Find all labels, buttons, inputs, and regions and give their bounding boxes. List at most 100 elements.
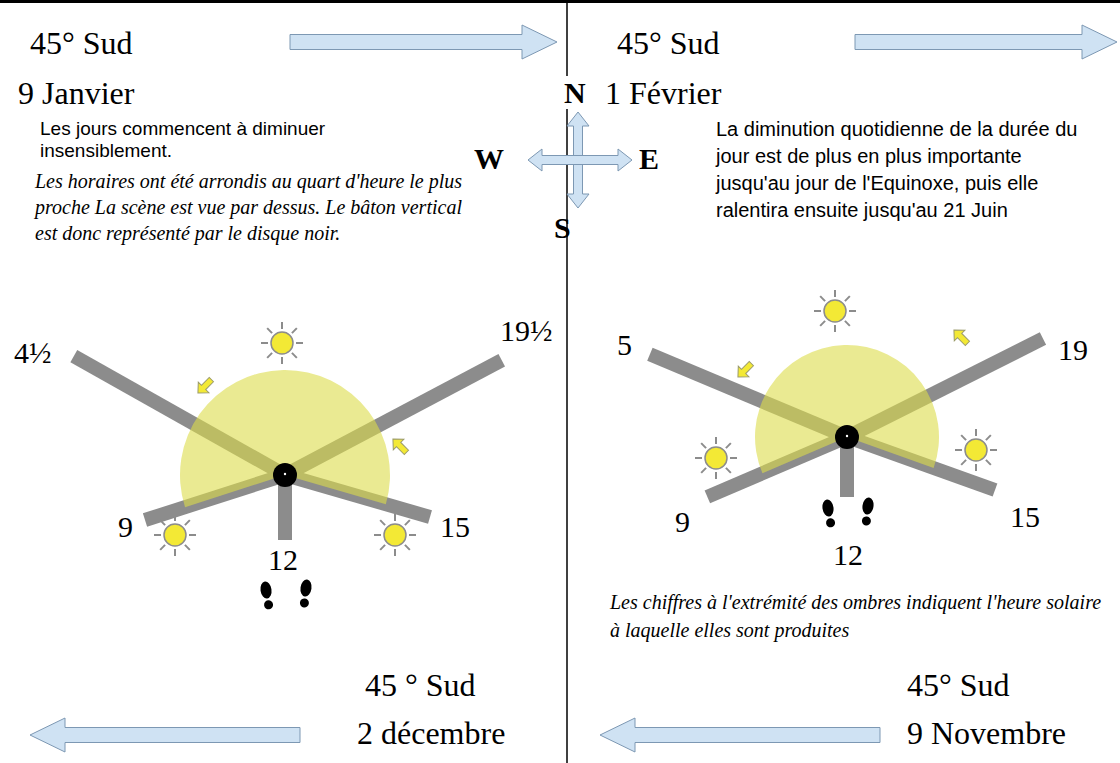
daylight-sector <box>180 370 390 507</box>
stick-dot <box>846 435 848 437</box>
sun-ray <box>820 296 825 301</box>
sun-ray <box>701 468 706 473</box>
sun-ray <box>154 534 161 536</box>
sun-ray <box>975 429 977 436</box>
hour-label: 4½ <box>14 336 52 369</box>
sun-ray <box>701 443 706 448</box>
sun-ray <box>189 534 196 536</box>
hour-label: 12 <box>268 543 298 576</box>
footprint <box>259 581 274 610</box>
footprint-sole <box>259 581 272 599</box>
hour-label: 9 <box>118 510 133 543</box>
hour-label: 12 <box>833 538 863 571</box>
sun-ray <box>849 310 856 312</box>
footprint-heel <box>264 600 274 610</box>
sun-ray <box>281 322 283 329</box>
hour-label: 15 <box>1010 500 1040 533</box>
compass-letter: N <box>563 76 587 109</box>
sun-ray <box>715 472 717 479</box>
date-label: 2 décembre <box>357 716 505 751</box>
sun-ray <box>845 321 850 326</box>
hour-label: 19½ <box>500 314 553 347</box>
season-arrow <box>290 25 557 59</box>
sun-disc <box>271 332 293 354</box>
sun-ray <box>961 435 966 440</box>
motion-arrow <box>733 358 757 382</box>
sun-ray <box>409 534 416 536</box>
footprint <box>298 579 313 608</box>
sun-symbol <box>695 437 737 479</box>
stick-disc <box>273 463 297 487</box>
compass-letter: E <box>639 142 659 175</box>
sun-ray <box>394 514 396 521</box>
sun-ray <box>715 437 717 444</box>
motion-arrow <box>949 325 973 349</box>
sun-ray <box>267 353 272 358</box>
note-text: Les chiffres à l'extrémité des ombres in… <box>610 588 1105 644</box>
date-label: 9 Novembre <box>907 716 1066 751</box>
hour-label: 5 <box>617 328 632 361</box>
motion-arrow <box>193 374 217 398</box>
hour-label: 9 <box>675 505 690 538</box>
season-arrow <box>30 718 300 752</box>
sun-ray <box>990 449 997 451</box>
sun-ray <box>814 310 821 312</box>
footprint-sole <box>861 497 874 515</box>
daylight-sector <box>755 345 939 473</box>
sun-ray <box>281 357 283 364</box>
footprint-heel <box>826 518 836 528</box>
sun-ray <box>185 520 190 525</box>
sun-ray <box>160 545 165 550</box>
latitude-label: 45° Sud <box>30 26 133 61</box>
stick-dot <box>284 473 286 475</box>
sun-disc <box>705 447 727 469</box>
sun-symbol <box>374 514 416 556</box>
sun-ray <box>160 520 165 525</box>
sun-disc <box>384 524 406 546</box>
sun-ray <box>380 520 385 525</box>
compass-letter: W <box>474 142 504 175</box>
sun-ray <box>834 290 836 297</box>
latitude-label: 45° Sud <box>907 668 1010 703</box>
sun-ray <box>174 514 176 521</box>
sun-disc <box>965 439 987 461</box>
sun-symbol <box>955 429 997 471</box>
hour-label: 15 <box>440 510 470 543</box>
sun-ray <box>405 545 410 550</box>
sun-ray <box>986 435 991 440</box>
sun-ray <box>726 468 731 473</box>
sun-ray <box>261 342 268 344</box>
sun-ray <box>380 545 385 550</box>
date-label: 9 Janvier <box>18 76 134 111</box>
sun-ray <box>292 328 297 333</box>
sun-ray <box>174 549 176 556</box>
sun-ray <box>730 457 737 459</box>
hour-label: 19 <box>1058 333 1088 366</box>
footprint-heel <box>861 516 871 526</box>
sun-ray <box>185 545 190 550</box>
motion-arrow <box>388 434 412 458</box>
note-text: Les jours commencent à diminuer insensib… <box>40 118 370 162</box>
footprint <box>821 499 836 528</box>
footprint-sole <box>821 499 834 517</box>
latitude-label: 45° Sud <box>617 26 720 61</box>
sun-ray <box>292 353 297 358</box>
sun-ray <box>820 321 825 326</box>
sun-ray <box>986 460 991 465</box>
sun-ray <box>845 296 850 301</box>
stick-disc <box>835 425 859 449</box>
footprint-heel <box>299 598 309 608</box>
note-text: La diminution quotidienne de la durée du… <box>716 116 1101 224</box>
compass-arrow <box>528 149 632 171</box>
season-arrow <box>600 718 880 752</box>
sun-ray <box>394 549 396 556</box>
sun-ray <box>296 342 303 344</box>
sun-ray <box>405 520 410 525</box>
sun-ray <box>726 443 731 448</box>
panel-divider <box>566 0 568 763</box>
sun-disc <box>164 524 186 546</box>
compass-letter: S <box>554 211 571 244</box>
season-arrow <box>855 25 1117 59</box>
